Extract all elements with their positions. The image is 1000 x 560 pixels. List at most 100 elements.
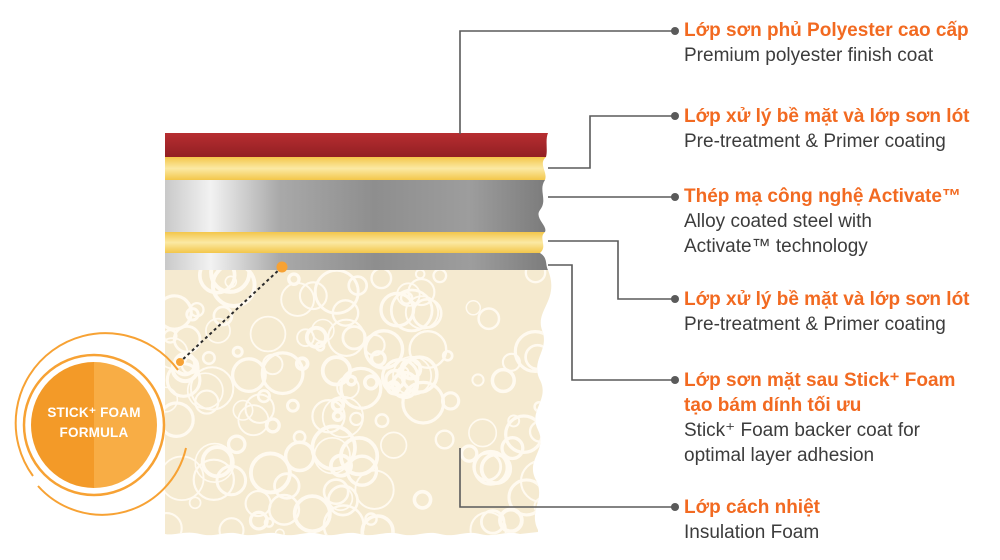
label-title: Lớp xử lý bề mặt và lớp sơn lót [684, 106, 970, 127]
foam-bubble [498, 507, 524, 534]
foam-bubble [380, 431, 408, 459]
label-title: Lớp cách nhiệt [684, 497, 820, 518]
label-pretreatment-bottom: Lớp xử lý bề mặt và lớp sơn lót Pre-trea… [684, 287, 996, 337]
foam-bubble [362, 374, 380, 391]
polyester-finish-layer [165, 133, 548, 157]
foam-bubble [201, 350, 216, 366]
foam-bubble [185, 307, 200, 322]
foam-bubble [480, 509, 506, 535]
label-stick-foam-backer: Lớp sơn mặt sau Stick⁺ Foam tạo bám dính… [684, 368, 996, 468]
foam-bubble [322, 478, 350, 506]
foam-bubble [331, 409, 344, 423]
foam-bubble [441, 349, 454, 362]
foam-bubble [507, 414, 521, 428]
lower-steel-band [165, 253, 548, 270]
label-subtitle: Pre-treatment & Primer coating [684, 314, 946, 335]
foam-bubble [260, 351, 305, 396]
leader-line-finish [459, 30, 675, 134]
label-subtitle: Pre-treatment & Primer coating [684, 131, 946, 152]
foam-bubble [165, 328, 178, 344]
foam-bubble [327, 485, 354, 512]
foam-bubble [296, 328, 315, 348]
foam-bubble [273, 472, 301, 500]
foam-bubble [477, 307, 501, 331]
foam-bubble [215, 464, 248, 497]
label-insulation-foam: Lớp cách nhiệt Insulation Foam [684, 495, 996, 545]
foam-bubble [370, 270, 393, 290]
stick-foam-badge [14, 332, 187, 516]
foam-bubble [186, 372, 224, 410]
foam-bubble [471, 373, 485, 387]
foam-bubble [434, 429, 455, 450]
foam-bubble [465, 300, 482, 316]
foam-bubble [524, 270, 547, 284]
insulation-foam-layer [165, 270, 552, 536]
foam-bubble [210, 270, 257, 308]
foam-bubble [345, 454, 379, 487]
label-title: Lớp xử lý bề mặt và lớp sơn lót [684, 289, 970, 310]
foam-bubble [331, 299, 360, 327]
foam-bubble [165, 455, 205, 501]
foam-bubble [374, 413, 390, 429]
foam-bubble [165, 401, 195, 439]
upper-primer-layer [165, 157, 546, 180]
label-title: Lớp sơn mặt sau Stick⁺ Foam [684, 370, 956, 391]
foam-bubble [283, 440, 316, 473]
lower-primer-layer [165, 232, 545, 253]
foam-bubble [165, 386, 179, 413]
foam-bubble [263, 517, 275, 528]
foam-bubble [286, 398, 300, 413]
foam-bubble [313, 270, 360, 315]
leader-line-primer-top [548, 115, 675, 169]
foam-bubble [256, 389, 271, 404]
foam-bubble [408, 330, 448, 370]
label-subtitle: optimal layer adhesion [684, 445, 875, 466]
foam-bubble [298, 281, 328, 311]
foam-bubble [209, 270, 252, 294]
foam-bubble [360, 514, 395, 536]
foam-bubble [336, 375, 360, 400]
leader-line-primer-bottom [548, 240, 675, 300]
leader-dot [671, 295, 679, 303]
foam-bubble [172, 324, 202, 354]
foam-bubble [232, 399, 254, 421]
foam-bubble [268, 493, 301, 526]
leader-dot [671, 376, 679, 384]
foam-bubble [468, 418, 498, 448]
foam-bubble [363, 329, 405, 370]
leader-dot [671, 27, 679, 35]
label-title: Lớp sơn phủ Polyester cao cấp [684, 20, 969, 41]
foam-bubble [440, 391, 461, 411]
foam-bubble [194, 442, 235, 484]
foam-bubble [197, 270, 237, 295]
foam-bubble [292, 494, 332, 534]
foam-bubble [249, 315, 287, 353]
foam-bubble [212, 305, 234, 327]
badge-pointer-dot [276, 261, 288, 273]
foam-bubble [188, 496, 202, 510]
foam-bubble [192, 458, 235, 501]
foam-bubble [490, 367, 516, 394]
foam-bubble [412, 489, 433, 510]
badge-pointer-dot [176, 358, 184, 366]
foam-bubble [304, 325, 328, 349]
foam-bubble [399, 357, 423, 381]
foam-bubble [205, 317, 231, 344]
foam-bubble [226, 434, 247, 455]
leader-line-backer [548, 264, 675, 381]
foam-bubble [218, 517, 245, 536]
badge-line-1: STICK⁺ FOAM [47, 405, 141, 420]
foam-bubble [390, 370, 420, 400]
foam-bubble [264, 417, 281, 434]
label-title: tạo bám dính tối ưu [684, 395, 862, 416]
label-subtitle: Premium polyester finish coat [684, 45, 934, 66]
foam-bubble [500, 436, 525, 461]
foam-bubble [364, 512, 378, 526]
foam-bubble [432, 270, 448, 284]
foam-bubble [459, 444, 479, 463]
foam-bubble [237, 404, 270, 437]
badge-line-2: FORMULA [59, 425, 129, 440]
foam-bubble [280, 282, 315, 317]
foam-bubble [230, 357, 267, 394]
